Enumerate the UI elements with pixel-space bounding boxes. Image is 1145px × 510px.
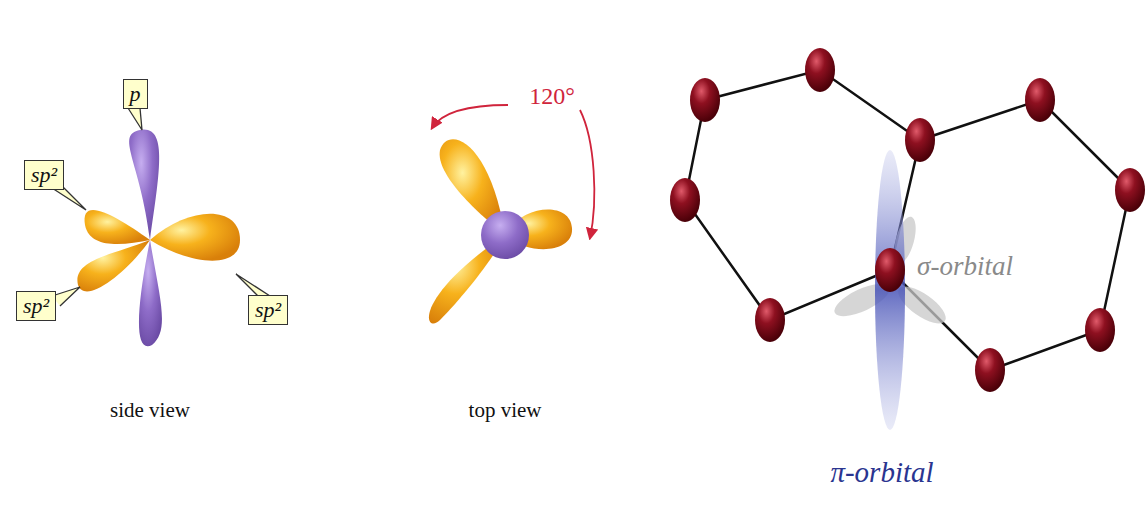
top-view-orbitals bbox=[429, 105, 594, 323]
lattice-bonds bbox=[685, 70, 1130, 370]
sp2-lobe-back bbox=[85, 210, 150, 244]
callout-box: sp² bbox=[16, 291, 56, 321]
view-caption: side view bbox=[110, 398, 190, 423]
orbital-name: σ-orbital bbox=[917, 251, 1013, 282]
p-orbital-top bbox=[481, 211, 529, 259]
orbital-label: p bbox=[130, 81, 141, 106]
callout-tail bbox=[52, 287, 80, 306]
orbital-label: sp² bbox=[255, 297, 281, 322]
carbon-atom bbox=[975, 348, 1005, 392]
view-caption: top view bbox=[469, 398, 542, 423]
callout-tails bbox=[52, 108, 270, 306]
sp2-lobe-front bbox=[77, 240, 150, 291]
carbon-atom bbox=[905, 118, 935, 162]
callout-tail bbox=[236, 274, 270, 296]
callout-box: p bbox=[123, 79, 148, 109]
callout-box: sp² bbox=[24, 160, 64, 190]
angle-label: 120° bbox=[529, 83, 575, 110]
carbon-atom bbox=[1085, 308, 1115, 352]
side-view-orbitals bbox=[77, 130, 240, 347]
carbon-atoms bbox=[670, 48, 1145, 392]
orbital-label: sp² bbox=[31, 162, 57, 187]
carbon-atom bbox=[1025, 78, 1055, 122]
pi-orbital bbox=[875, 150, 905, 430]
bond-ring bbox=[890, 100, 1130, 370]
orbital-name: π-orbital bbox=[830, 456, 933, 489]
carbon-atom bbox=[875, 248, 905, 292]
p-lobe-bottom bbox=[139, 240, 162, 346]
carbon-atom bbox=[755, 298, 785, 342]
carbon-atom bbox=[670, 178, 700, 222]
p-lobe-top bbox=[129, 130, 159, 240]
sp2-lobe-right bbox=[150, 214, 240, 261]
carbon-atom bbox=[1115, 168, 1145, 212]
callout-box: sp² bbox=[248, 295, 288, 325]
carbon-atom bbox=[690, 78, 720, 122]
angle-arrow bbox=[432, 105, 508, 128]
angle-arrow bbox=[580, 110, 594, 238]
carbon-atom bbox=[805, 48, 835, 92]
callout-tail bbox=[128, 108, 142, 130]
orbital-label: sp² bbox=[23, 293, 49, 318]
